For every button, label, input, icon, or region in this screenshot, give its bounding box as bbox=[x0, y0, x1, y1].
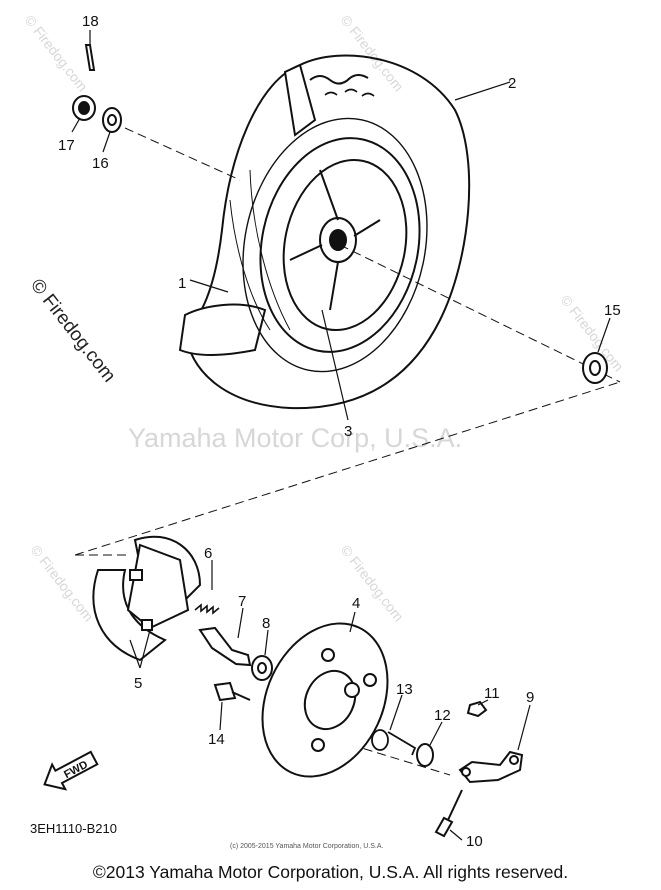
watermark-tile: © Firedog.com bbox=[338, 12, 407, 94]
shim-washer bbox=[251, 655, 273, 681]
camshaft-lever bbox=[458, 750, 524, 784]
axle-hardware bbox=[72, 44, 122, 133]
rear-wheel-assembly bbox=[178, 54, 471, 410]
return-spring bbox=[371, 729, 417, 756]
callout-15: 15 bbox=[604, 302, 621, 319]
leader-lines bbox=[71, 30, 611, 841]
watermark-tile: © Firedog.com bbox=[338, 542, 407, 624]
brake-camshaft bbox=[198, 626, 252, 667]
callout-17: 17 bbox=[58, 137, 75, 154]
callout-1: 1 bbox=[178, 275, 186, 292]
hex-nut bbox=[466, 700, 488, 718]
small-copyright: (c) 2005-2015 Yamaha Motor Corporation, … bbox=[230, 843, 383, 850]
callout-9: 9 bbox=[526, 689, 534, 706]
callout-7: 7 bbox=[238, 593, 246, 610]
copyright-footer: ©2013 Yamaha Motor Corporation, U.S.A. A… bbox=[92, 862, 569, 882]
callout-13: 13 bbox=[396, 681, 413, 698]
parts-diagram: Yamaha Motor Corp, U.S.A. © Firedog.com … bbox=[22, 12, 627, 850]
plain-washer bbox=[416, 743, 434, 767]
callout-12: 12 bbox=[434, 707, 451, 724]
callout-5: 5 bbox=[134, 675, 142, 692]
brake-bolt bbox=[213, 681, 251, 702]
forward-arrow-icon: FWD bbox=[43, 750, 99, 791]
lever-bolt bbox=[434, 789, 463, 838]
callout-8: 8 bbox=[262, 615, 270, 632]
callout-6: 6 bbox=[204, 545, 212, 562]
brake-spring bbox=[194, 603, 220, 615]
brake-shoe-kit bbox=[92, 535, 202, 662]
collar-part bbox=[582, 352, 608, 384]
callout-3: 3 bbox=[344, 423, 352, 440]
callout-10: 10 bbox=[466, 833, 483, 850]
callout-2: 2 bbox=[508, 75, 516, 92]
brake-shoe-plate bbox=[261, 622, 389, 778]
diagram-code: 3EH1110-B210 bbox=[30, 821, 117, 836]
callout-4: 4 bbox=[352, 595, 360, 612]
watermark-tile: © Firedog.com bbox=[22, 12, 91, 94]
callout-11: 11 bbox=[484, 685, 500, 702]
watermark-center: Yamaha Motor Corp, U.S.A. bbox=[128, 423, 462, 453]
watermark-tile: © Firedog.com bbox=[28, 542, 97, 624]
callout-18: 18 bbox=[82, 13, 99, 30]
fwd-label: FWD bbox=[62, 759, 90, 781]
callout-14: 14 bbox=[208, 731, 225, 748]
callout-16: 16 bbox=[92, 155, 109, 172]
watermark-side: © Firedog.com bbox=[26, 275, 119, 386]
